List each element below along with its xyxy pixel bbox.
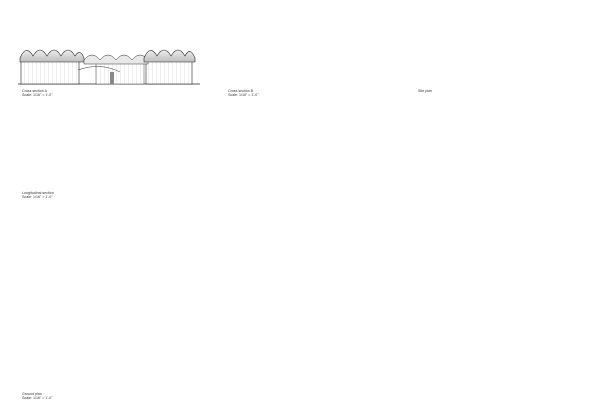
cross-section-a-caption: Cross section A Scale: 1/16" = 1'-0" <box>22 89 53 97</box>
site-plan-title: Site plan <box>418 89 432 93</box>
site-plan-caption: Site plan <box>418 89 432 93</box>
cross-section-b-scale: Scale: 1/16" = 1'-0" <box>228 93 259 98</box>
ground-plan-title: Ground plan <box>22 392 42 396</box>
cross-section-a-drawing <box>18 49 200 85</box>
longitudinal-section-caption: Longitudinal section Scale: 1/16" = 1'-0… <box>22 191 54 199</box>
ground-plan-caption: Ground plan Scale: 1/16" = 1'-0" <box>22 392 53 400</box>
longitudinal-section-scale: Scale: 1/16" = 1'-0" <box>22 195 53 200</box>
cross-section-a-scale: Scale: 1/16" = 1'-0" <box>22 93 53 98</box>
ground-plan-scale: Scale: 1/16" = 1'-0" <box>22 396 53 401</box>
cross-section-a-title: Cross section A <box>22 89 47 93</box>
longitudinal-section-title: Longitudinal section <box>22 191 54 195</box>
cross-section-b-caption: Cross section B Scale: 1/16" = 1'-0" <box>228 89 259 97</box>
cross-section-b-title: Cross section B <box>228 89 254 93</box>
